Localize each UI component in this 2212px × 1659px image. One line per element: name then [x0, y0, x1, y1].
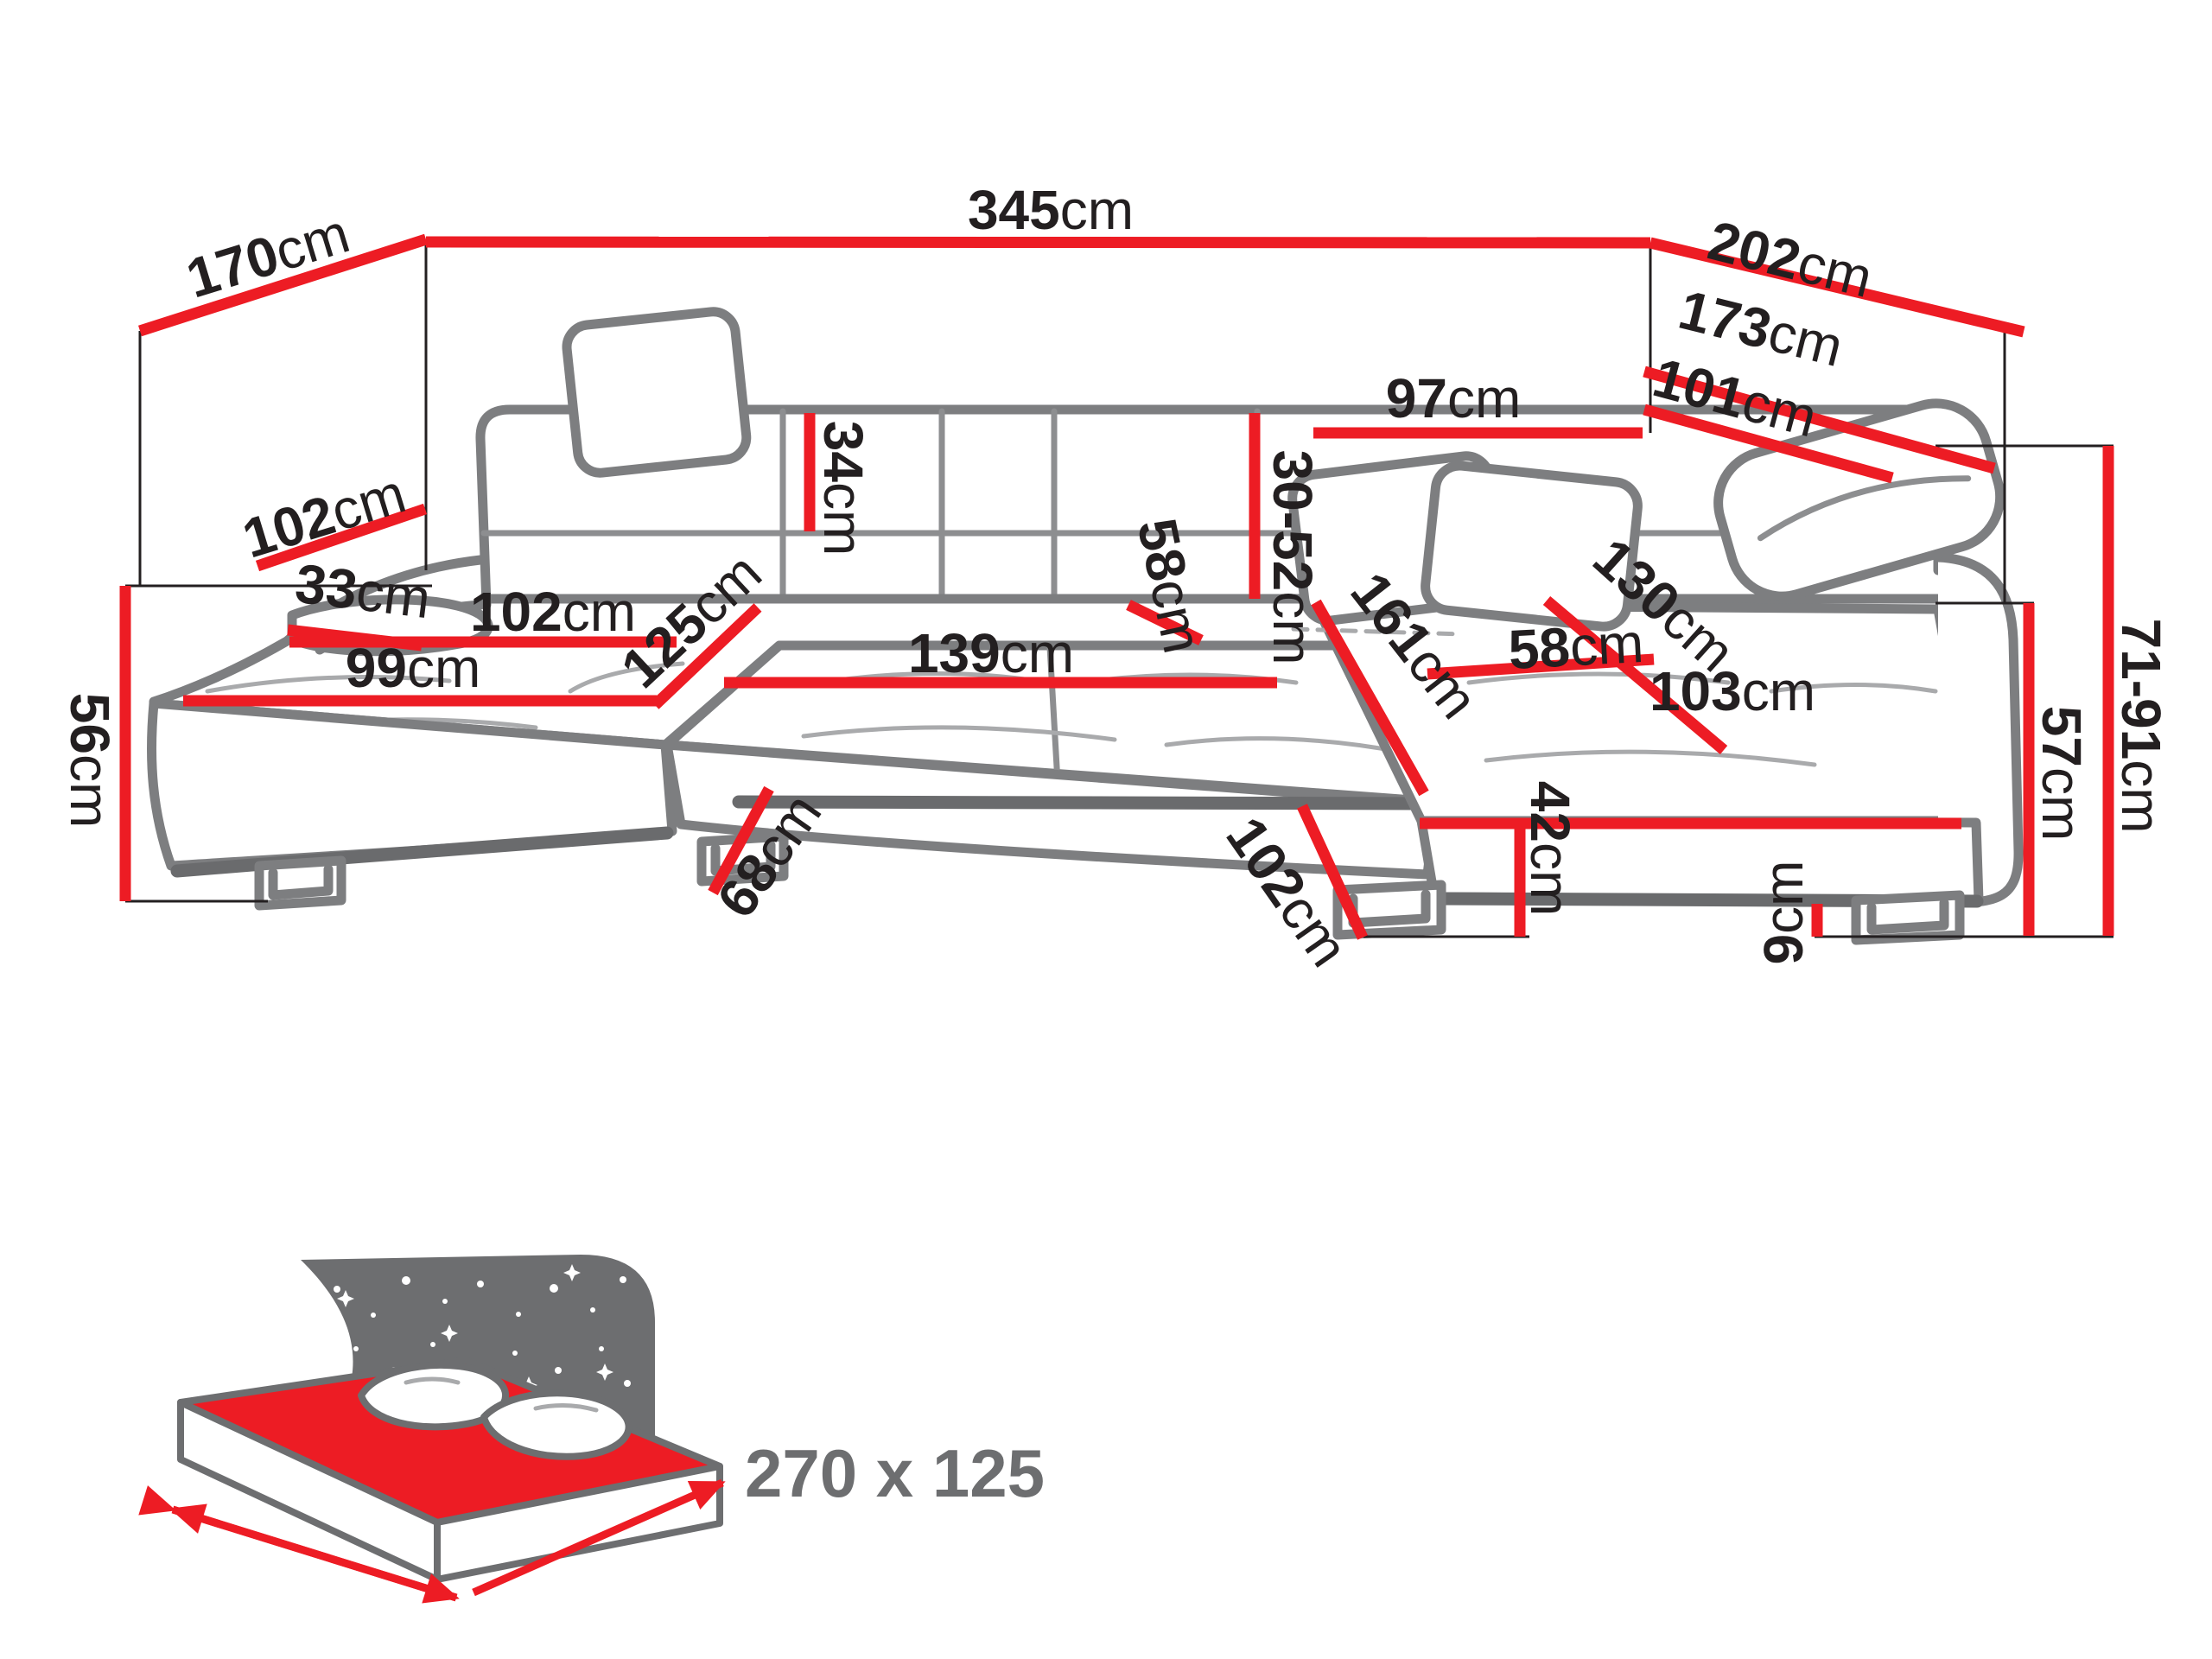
dim-label-left-chaise-width: 99cm: [346, 637, 481, 699]
dim-label-wall-back-width: 345cm: [968, 179, 1134, 241]
dim-label-headrest-height-range: 30-52cm: [1262, 450, 1324, 665]
dim-line-corner-diagonal-left: [651, 603, 762, 709]
dim-line-back-cushion-depth: [1126, 600, 1204, 645]
dim-label-right-chaise-length: 103cm: [1649, 660, 1815, 722]
bed-width-arrow: [169, 1503, 458, 1602]
dim-label-armrest-height: 57cm: [2031, 706, 2093, 842]
bed-icon: 270 x 125: [138, 1255, 1045, 1604]
middle-pillow-right: [1421, 461, 1643, 632]
dim-line-wall-left-depth: [138, 233, 428, 337]
dim-label-right-backrest-width: 97cm: [1386, 367, 1522, 429]
dim-line-right-section-length: [1643, 365, 1996, 474]
bed-size-label: 270 x 125: [745, 1435, 1045, 1511]
dim-label-left-arm-length: 102cm: [236, 461, 413, 569]
dim-label-backrest-height: 34cm: [812, 421, 874, 556]
dim-label-middle-seat-width: 139cm: [908, 622, 1074, 684]
dim-line-right-chaise-width: [1297, 804, 1368, 940]
dimension-lines: [119, 233, 2114, 940]
dim-line-right-headrest-width: [1542, 596, 1728, 754]
dim-label-back-cushion-depth: 58cm: [1126, 513, 1215, 658]
dim-line-wall-back-width: [425, 236, 1651, 249]
dim-label-seat-height: 42cm: [1519, 781, 1581, 917]
dim-line-wall-right-depth: [1649, 237, 2025, 338]
right-chaise-front: [1416, 816, 1984, 906]
dim-line-right-section-depth: [1643, 404, 1894, 484]
left-back-pillow: [562, 307, 752, 478]
middle-front: [662, 740, 1441, 880]
extension-lines: [125, 239, 2113, 938]
dim-label-arm-pillow-width: 33cm: [292, 552, 434, 631]
dim-line-left-front-width: [708, 785, 774, 896]
sofa-outline: [146, 307, 2024, 945]
dim-line-left-arm-length: [255, 503, 428, 572]
dim-label-right-seat-depth: 58cm: [1507, 612, 1645, 681]
bed-length-arrow: [472, 1478, 726, 1597]
dim-label-back-height-range: 71-91cm: [2110, 619, 2172, 834]
dim-label-leg-height: 9cm: [1752, 861, 1815, 965]
dim-label-left-chaise-length: 102cm: [470, 581, 636, 643]
dim-label-left-side-height: 56cm: [59, 693, 121, 829]
dim-line-corner-diagonal-right: [1311, 599, 1429, 797]
